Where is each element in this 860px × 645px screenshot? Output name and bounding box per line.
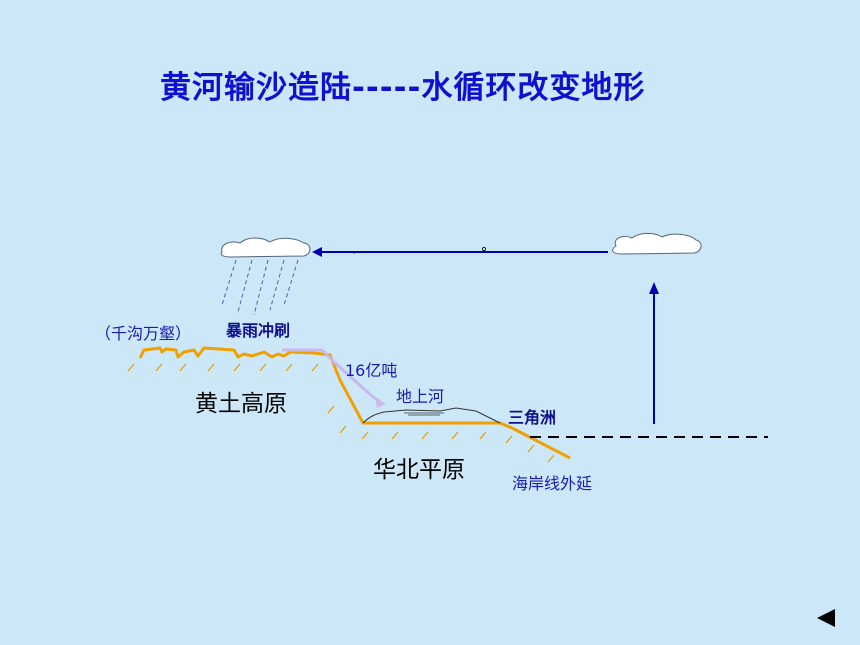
rain-cloud-icon <box>220 237 311 258</box>
label-sediment: 16亿吨 <box>345 361 398 380</box>
label-rainstorm: 暴雨冲刷 <box>226 321 291 340</box>
dot-mark <box>481 246 486 251</box>
sediment-flow-arrow <box>282 348 386 408</box>
rain-streaks <box>221 259 299 316</box>
label-gullies: （千沟万壑） <box>95 324 192 343</box>
dot-mark <box>353 252 355 254</box>
label-north-china-plain: 华北平原 <box>373 457 465 483</box>
evaporation-arrow <box>649 282 659 424</box>
elevated-river-deposit <box>362 407 501 424</box>
label-loess-plateau: 黄土高原 <box>195 391 287 417</box>
triangle-left-icon[interactable] <box>815 607 837 629</box>
label-elevated-river: 地上河 <box>396 387 445 406</box>
vapor-transport-arrow <box>312 247 608 257</box>
slide-title: 黄河输沙造陆-----水循环改变地形 <box>160 70 646 106</box>
terrain-profile <box>138 346 571 460</box>
label-delta: 三角洲 <box>508 408 557 427</box>
ground-hatching <box>127 363 555 463</box>
label-coastline-extension: 海岸线外延 <box>512 474 593 493</box>
ocean-cloud-icon <box>612 232 702 255</box>
